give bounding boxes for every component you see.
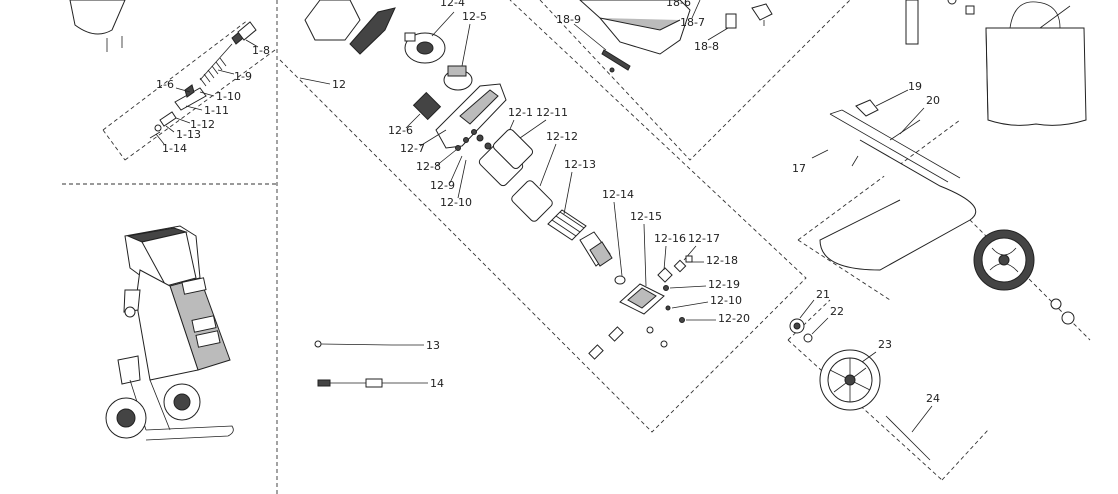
label-1-12: 1-12 (190, 118, 215, 131)
label-12-18: 12-18 (706, 254, 738, 267)
label-18-7: 18-7 (680, 16, 705, 29)
label-12-19: 12-19 (708, 278, 740, 291)
label-1-9: 1-9 (234, 70, 252, 83)
label-23: 23 (878, 338, 892, 351)
shredder-assembly-icon (105, 225, 234, 441)
label-1-14: 1-14 (162, 142, 187, 155)
label-1-6: 1-6 (156, 78, 174, 91)
label-13: 13 (426, 339, 440, 352)
label-18-8: 18-8 (694, 40, 719, 53)
collection-bag-icon (985, 1, 1087, 126)
label-12-1: 12-1 (508, 106, 533, 119)
label-14: 14 (430, 377, 444, 390)
label-12-17: 12-17 (688, 232, 720, 245)
label-12-10b: 12-10 (710, 294, 742, 307)
label-12-20: 12-20 (718, 312, 750, 325)
wheel-cap-right (1061, 311, 1075, 325)
label-1-11: 1-11 (204, 104, 229, 117)
label-18-6: 18-6 (666, 0, 691, 9)
label-12-11: 12-11 (536, 106, 568, 119)
label-20: 20 (926, 94, 940, 107)
label-12-15: 12-15 (630, 210, 662, 223)
label-12: 12 (332, 78, 346, 91)
label-24: 24 (926, 392, 940, 405)
label-18-9: 18-9 (556, 13, 581, 26)
group-12-motor-assembly: 12 12-4 12-5 12-6 12-7 12-8 12-9 12-10 1… (279, 0, 807, 433)
label-12-10a: 12-10 (440, 196, 472, 209)
wheel-icon (973, 229, 1035, 291)
cable-13: 13 (314, 339, 440, 352)
label-12-13: 12-13 (564, 158, 596, 171)
nut-top (965, 5, 975, 15)
group-18-switch: 18-9 18-6 18-7 18-8 (539, 0, 851, 161)
label-12-7: 12-7 (400, 142, 425, 155)
handle-tube (905, 0, 919, 45)
label-12-9: 12-9 (430, 179, 455, 192)
screw-top (947, 0, 957, 5)
label-12-14: 12-14 (602, 188, 634, 201)
label-17: 17 (792, 162, 806, 175)
label-12-12: 12-12 (546, 130, 578, 143)
label-1-10: 1-10 (216, 90, 241, 103)
label-1-13: 1-13 (176, 128, 201, 141)
cable-14: 14 (317, 377, 444, 390)
wheel-nut-right (1050, 298, 1062, 310)
group-20-frame: 19 20 17 (792, 80, 1091, 341)
group-1-cable-clamp: 1-8 1-9 1-10 1-6 1-11 1-12 1-13 1-14 (69, 0, 276, 161)
label-1-8: 1-8 (252, 44, 270, 57)
group-21-24-wheel: 21 22 23 24 (787, 288, 989, 481)
label-12-4: 12-4 (440, 0, 465, 9)
label-19: 19 (908, 80, 922, 93)
label-22: 22 (830, 305, 844, 318)
label-12-8: 12-8 (416, 160, 441, 173)
label-12-6: 12-6 (388, 124, 413, 137)
label-21: 21 (816, 288, 830, 301)
label-12-5: 12-5 (462, 10, 487, 23)
label-12-16: 12-16 (654, 232, 686, 245)
